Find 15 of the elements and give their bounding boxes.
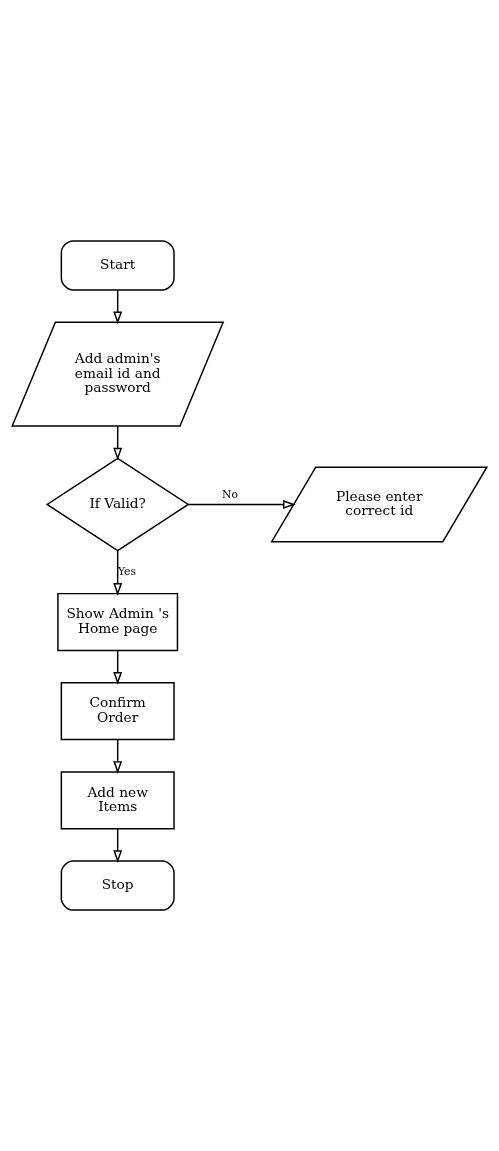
node-box: Add new Items (60, 771, 175, 830)
edge-label: Yes (117, 564, 137, 578)
node-diamond: If Valid? (45, 457, 190, 552)
arrow (113, 739, 123, 774)
node-box: Confirm Order (60, 682, 175, 741)
arrow (113, 289, 123, 325)
arrow (187, 500, 296, 509)
arrow (113, 550, 123, 596)
edge-label: No (221, 488, 238, 502)
arrow (113, 425, 123, 461)
node-box: Show Admin 's Home page (57, 592, 179, 652)
node-box: Stop (60, 860, 175, 911)
arrow (113, 828, 123, 864)
node-box: Start (60, 240, 175, 291)
arrow (113, 649, 123, 685)
